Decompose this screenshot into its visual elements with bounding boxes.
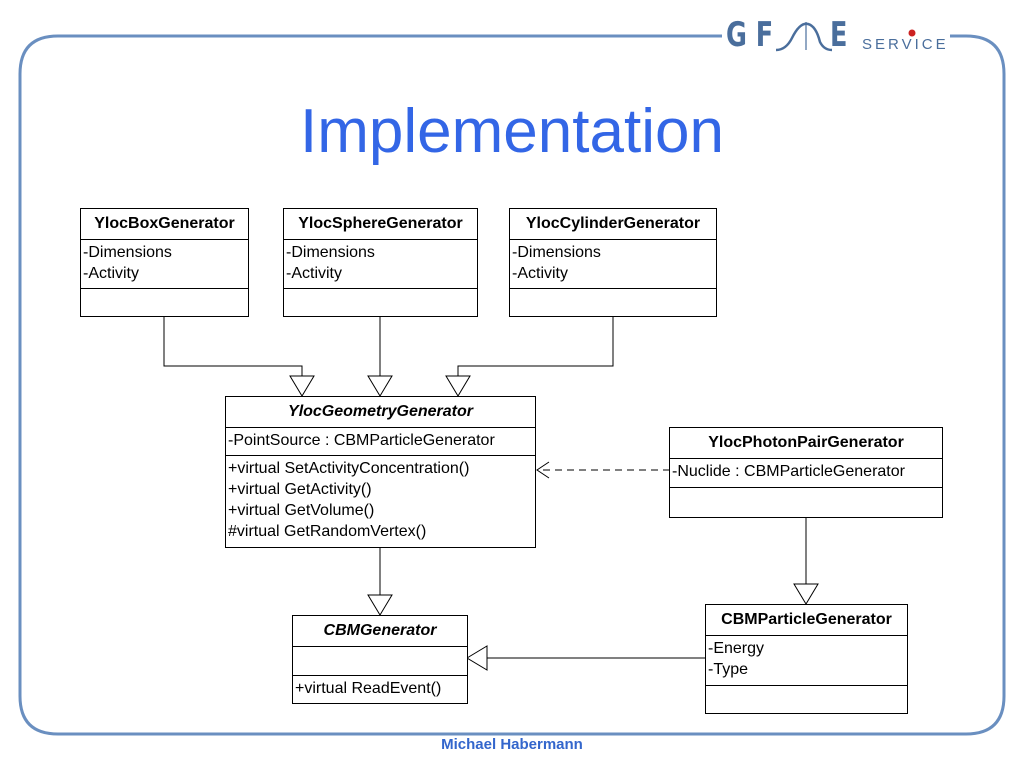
class-name: CBMGenerator [293, 616, 467, 647]
photon-generalization-arrowhead [793, 583, 819, 605]
methods-section [670, 488, 942, 492]
cylinder-generalization-arrowhead [445, 375, 471, 397]
class-ylocphotonpairgenerator: YlocPhotonPairGenerator -Nuclide : CBMPa… [669, 427, 943, 518]
class-ylocspheregenerator: YlocSphereGenerator -Dimensions -Activit… [283, 208, 478, 317]
attributes-section [293, 647, 467, 676]
methods-section [510, 289, 716, 293]
cylinder-generalization-line [457, 316, 614, 376]
class-cbmgenerator: CBMGenerator +virtual ReadEvent() [292, 615, 468, 704]
logo-right-letter: E [830, 15, 848, 55]
attribute: -PointSource : CBMParticleGenerator [228, 432, 495, 449]
geometry-generalization-arrowhead [367, 594, 393, 616]
methods-section [706, 686, 907, 690]
methods-section: +virtual ReadEvent() [293, 676, 467, 701]
attributes-section: -Dimensions -Activity [81, 240, 248, 289]
class-ylocboxgenerator: YlocBoxGenerator -Dimensions -Activity [80, 208, 249, 317]
class-yloccylindergenerator: YlocCylinderGenerator -Dimensions -Activ… [509, 208, 717, 317]
photon-dependency-arrowhead [536, 461, 550, 479]
logo-wave-icon [775, 22, 833, 52]
attribute: -Activity [83, 265, 139, 282]
class-name: YlocPhotonPairGenerator [670, 428, 942, 459]
methods-section [284, 289, 477, 293]
method: +virtual SetActivityConcentration() [228, 460, 470, 477]
class-name: YlocSphereGenerator [284, 209, 477, 240]
attribute: -Activity [512, 265, 568, 282]
box-generalization-line [163, 316, 303, 376]
class-ylocgeometrygenerator: YlocGeometryGenerator -PointSource : CBM… [225, 396, 536, 548]
box-generalization-arrowhead [289, 375, 315, 397]
particle-generalization-arrowhead [466, 645, 488, 671]
attribute: -Energy [708, 640, 765, 657]
method: #virtual GetRandomVertex() [228, 523, 427, 540]
class-name: YlocCylinderGenerator [510, 209, 716, 240]
attribute: -Dimensions [286, 244, 375, 261]
method: +virtual ReadEvent() [295, 680, 442, 697]
class-name: YlocBoxGenerator [81, 209, 248, 240]
method: +virtual GetActivity() [228, 481, 372, 498]
slide-footer-author: Michael Habermann [441, 736, 583, 753]
logo-left-letters: G F [726, 15, 774, 55]
method: +virtual GetVolume() [228, 502, 375, 519]
attribute: -Activity [286, 265, 342, 282]
logo-subtitle: SERVICE [862, 36, 949, 53]
methods-section [81, 289, 248, 293]
attribute: -Nuclide : CBMParticleGenerator [672, 463, 905, 480]
attribute: -Dimensions [83, 244, 172, 261]
attributes-section: -Nuclide : CBMParticleGenerator [670, 459, 942, 488]
sphere-generalization-arrowhead [367, 375, 393, 397]
class-name: YlocGeometryGenerator [226, 397, 535, 428]
attributes-section: -Energy -Type [706, 636, 907, 686]
attribute: -Dimensions [512, 244, 601, 261]
logo-dot-icon [908, 29, 916, 37]
slide-title: Implementation [300, 97, 724, 166]
gfe-service-logo: G F E SERVICE [722, 10, 950, 58]
class-name: CBMParticleGenerator [706, 605, 907, 636]
attributes-section: -Dimensions -Activity [510, 240, 716, 289]
attributes-section: -PointSource : CBMParticleGenerator [226, 428, 535, 456]
attribute: -Type [708, 661, 749, 678]
class-cbmparticlegenerator: CBMParticleGenerator -Energy -Type [705, 604, 908, 714]
methods-section: +virtual SetActivityConcentration() +vir… [226, 456, 535, 544]
attributes-section: -Dimensions -Activity [284, 240, 477, 289]
